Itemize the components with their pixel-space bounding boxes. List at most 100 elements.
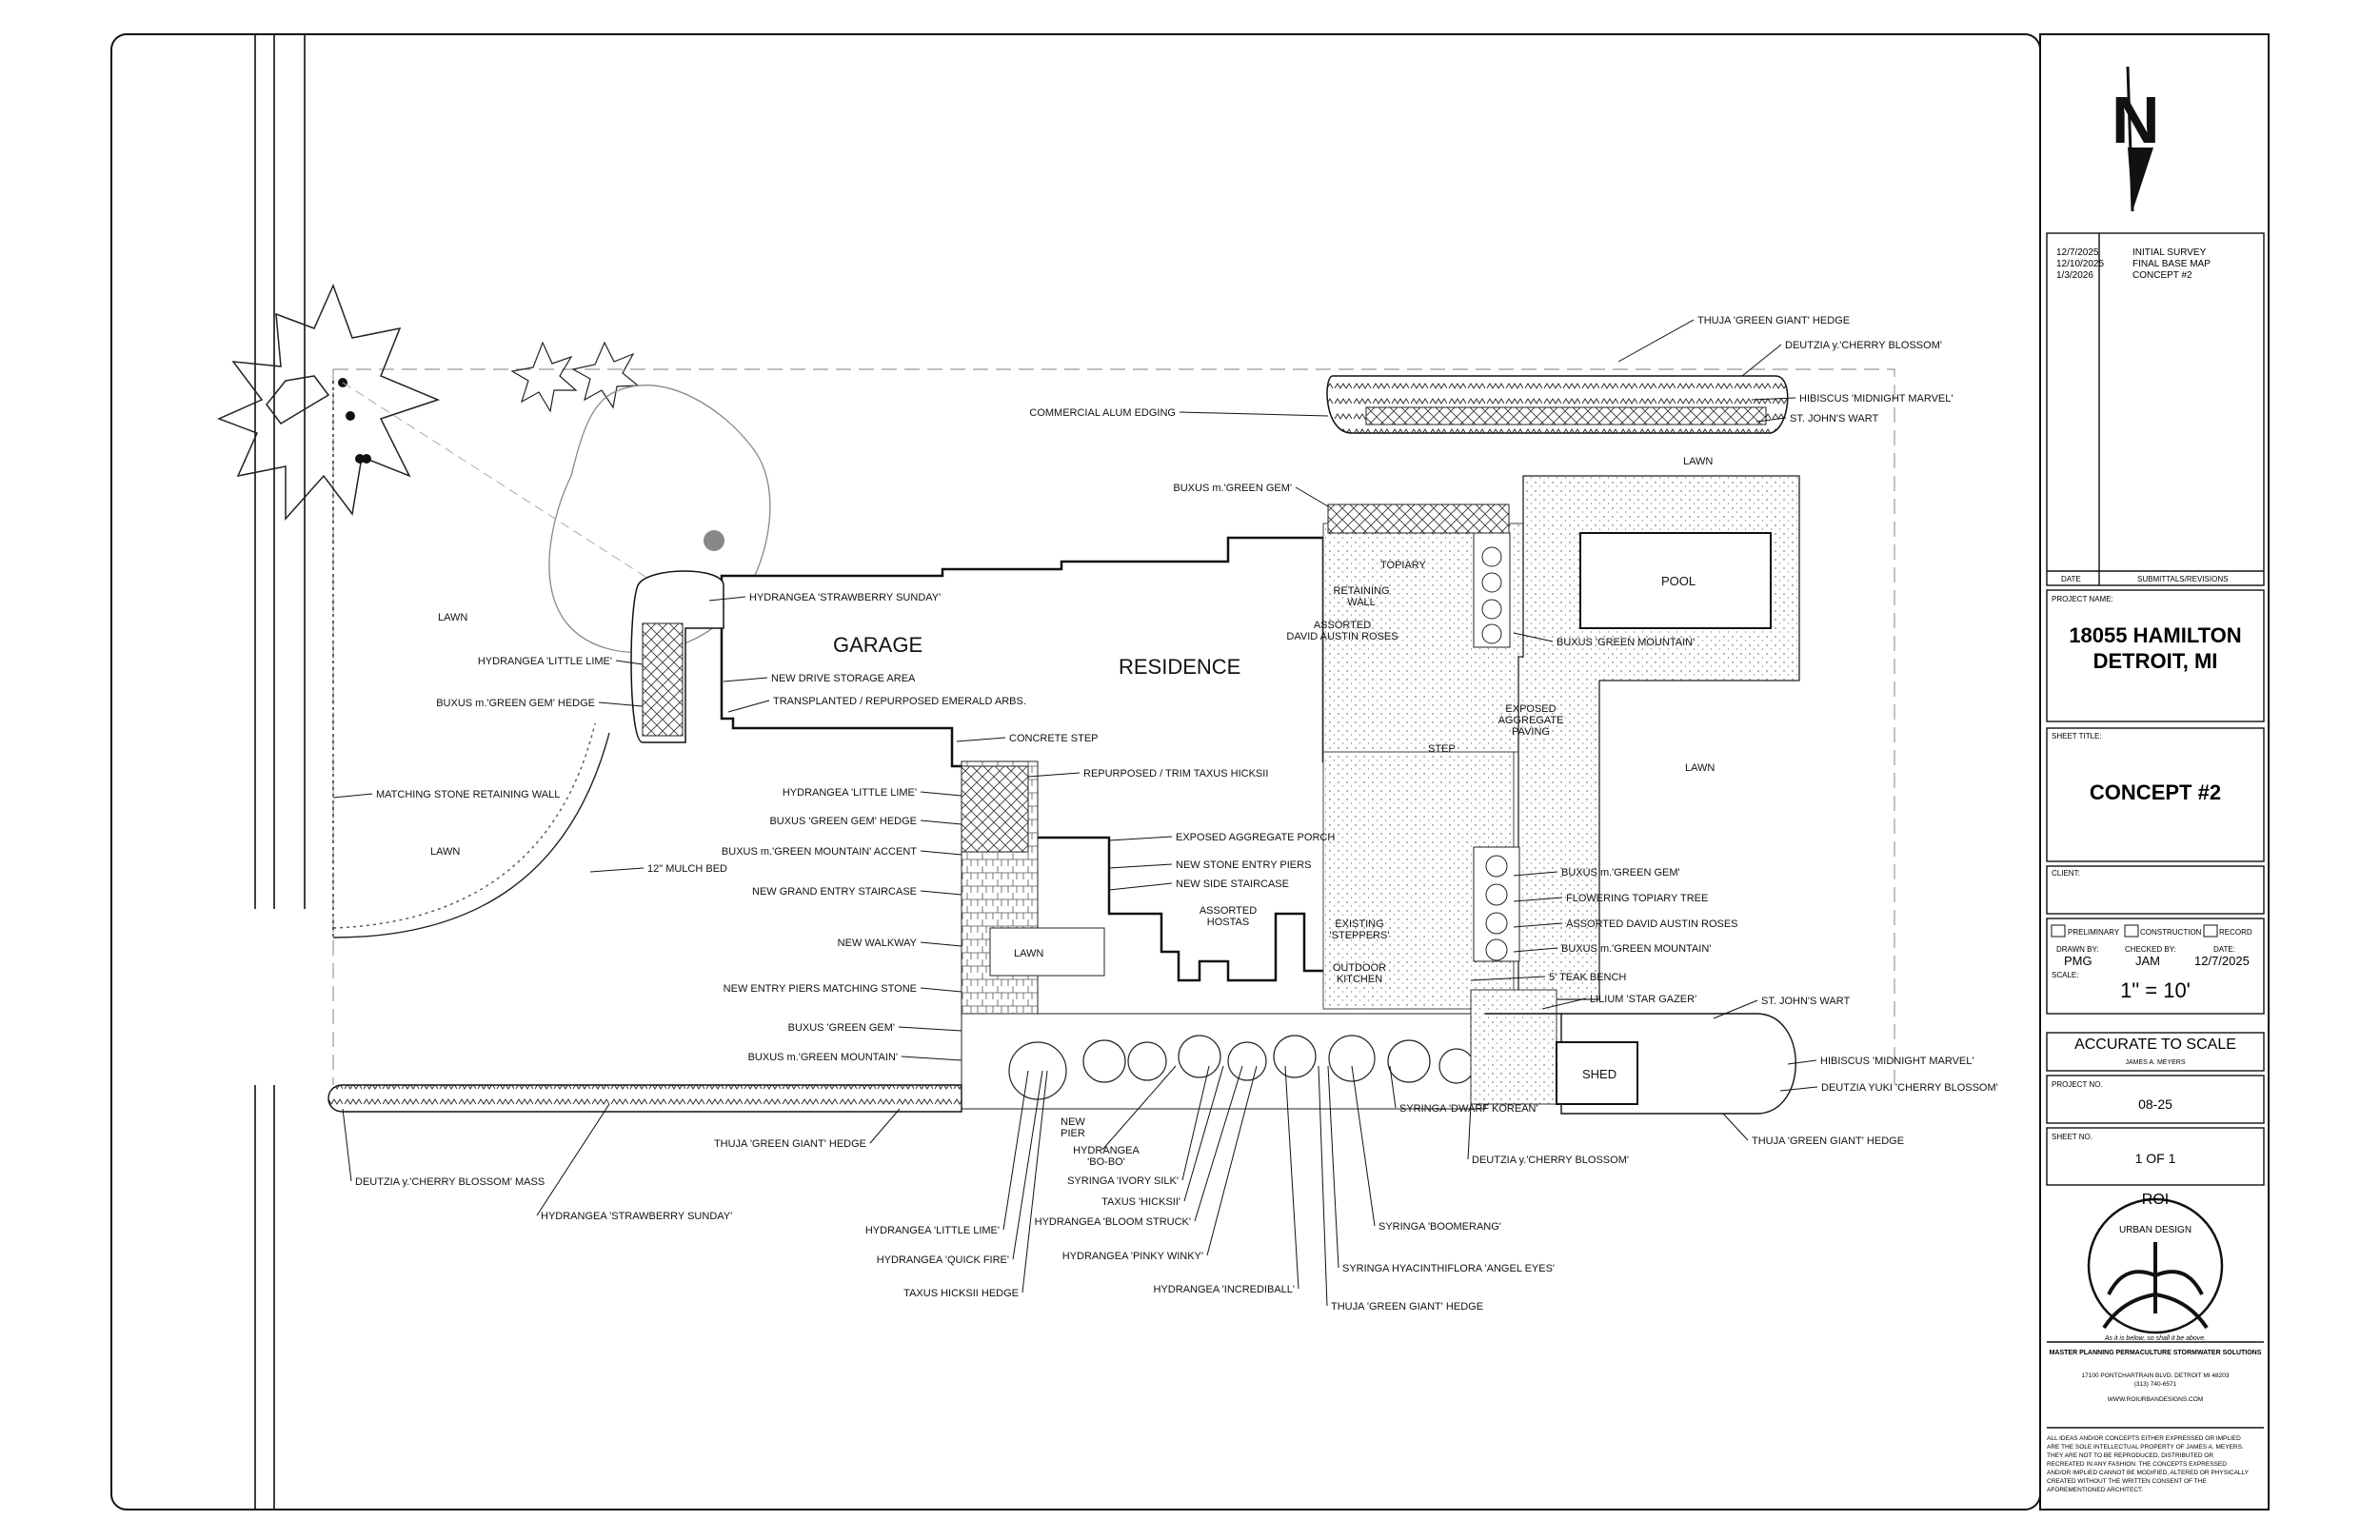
callout-label: DEUTZIA y.'CHERRY BLOSSOM' MASS [355,1176,545,1188]
plant-callout: COMMERCIAL ALUM EDGING [1029,407,1329,419]
plant-callout: HYDRANGEA 'LITTLE LIME' [865,1070,1029,1236]
shed-label: SHED [1582,1067,1616,1081]
callout-label: REPURPOSED / TRIM TAXUS HICKSII [1083,768,1268,780]
topiary-label: TOPIARY [1380,560,1427,571]
logo-urban-design: URBAN DESIGN [2119,1225,2192,1235]
checkbox-record: RECORD [2219,928,2252,937]
tree-trunk [346,411,355,421]
logo-motto: As it is below, so shall it be above. [2104,1335,2206,1342]
lawn-label-walk: LAWN [1014,948,1043,959]
plant-callout: NEW GRAND ENTRY STAIRCASE [752,886,962,898]
callout-label: HIBISCUS 'MIDNIGHT MARVEL' [1799,393,1954,405]
plant-callout: NEW WALKWAY [838,938,962,949]
project-no-label: PROJECT NO. [2052,1080,2103,1089]
callout-label: LILIUM 'STAR GAZER' [1590,994,1696,1005]
callout-label: NEW STONE ENTRY PIERS [1176,859,1311,871]
plant-callout: BUXUS m.'GREEN MOUNTAIN' [1513,943,1711,955]
front-yard-bed [961,1013,1486,1110]
plant-callout: THUJA 'GREEN GIANT' HEDGE [1617,315,1850,363]
plant-callout: NEW ENTRY PIERS MATCHING STONE [724,983,962,995]
plant-callout: FLOWERING TOPIARY TREE [1513,893,1708,904]
checked-by: JAM [2135,954,2160,968]
lawn-label-nw: LAWN [438,612,467,623]
callout-label: ST. JOHN'S WART [1761,996,1850,1007]
revision-block: 12/7/2025 INITIAL SURVEY 12/10/2025 FINA… [2051,247,2252,1166]
sheet-no-label: SHEET NO. [2052,1133,2092,1141]
tree-trunk [704,530,724,551]
callout-label: DEUTZIA YUKI 'CHERRY BLOSSOM' [1821,1082,1998,1094]
plant-callout: NEW DRIVE STORAGE AREA [723,673,916,684]
plant-callout: THUJA 'GREEN GIANT' HEDGE [1318,1065,1483,1313]
project-no: 08-25 [2138,1096,2172,1112]
residence-label: RESIDENCE [1119,655,1240,679]
boxwood-shrubs [1481,546,1508,961]
callout-label: THUJA 'GREEN GIANT' HEDGE [1331,1301,1483,1313]
company-info: MASTER PLANNING PERMACULTURE STORMWATER … [2047,1350,2262,1493]
step-label: STEP [1428,743,1456,755]
logo-roi: ROI [2142,1192,2169,1208]
callout-label: HIBISCUS 'MIDNIGHT MARVEL' [1820,1056,1974,1067]
callout-label: HYDRANGEA 'STRAWBERRY SUNDAY' [749,592,941,603]
new-walkway [989,927,1105,977]
mulch-bed-inner [332,722,596,929]
plant-callout: HYDRANGEA 'QUICK FIRE' [877,1070,1043,1266]
plant-callout: ST. JOHN'S WART [1713,996,1850,1019]
star-shrubs [510,341,640,413]
checkbox-construction: CONSTRUCTION [2140,928,2202,937]
plant-callout: 5' TEAK BENCH [1470,972,1626,983]
callout-label: BUXUS m.'GREEN MOUNTAIN' ACCENT [722,846,917,858]
callout-label: BUXUS m.'GREEN GEM' [1173,483,1292,494]
disclaimer-6: CREATED WITHOUT THE WRITTEN CONSENT OF T… [2047,1478,2207,1485]
plant-callout: MATCHING STONE RETAINING WALL [332,789,560,800]
drawn-by-label: DRAWN BY: [2056,945,2099,954]
plant-callout: NEW STONE ENTRY PIERS [1108,859,1311,871]
callout-label: BUXUS m.'GREEN GEM' [1561,867,1680,879]
lawn-label-w: LAWN [430,846,460,858]
callout-layer: THUJA 'GREEN GIANT' HEDGE DEUTZIA y.'CHER… [332,315,1998,1313]
date-header: DATE [2061,575,2081,583]
disclaimer-3: THEY ARE NOT TO BE REPRODUCED, DISTRIBUT… [2047,1452,2213,1459]
plant-callout: HYDRANGEA 'PINKY WINKY' [1062,1065,1258,1262]
callout-label: THUJA 'GREEN GIANT' HEDGE [1697,315,1850,326]
scale-label: SCALE: [2052,971,2078,979]
submittals-header: SUBMITTALS/REVISIONS [2137,575,2228,583]
pool-label: POOL [1661,574,1696,588]
plant-callout: SYRINGA HYACINTHIFLORA 'ANGEL EYES' [1327,1065,1555,1274]
plant-callout: DEUTZIA y.'CHERRY BLOSSOM' MASS [342,1108,545,1188]
callout-label: 12" MULCH BED [647,863,727,875]
callout-label: NEW GRAND ENTRY STAIRCASE [752,886,917,898]
date-label: DATE: [2213,945,2235,954]
callout-label: HYDRANGEA 'LITTLE LIME' [783,787,917,799]
callout-label: NEW DRIVE STORAGE AREA [771,673,916,684]
plant-callout: HYDRANGEA'BO-BO' [1073,1065,1177,1168]
tree-trunk [362,454,371,464]
callout-label: THUJA 'GREEN GIANT' HEDGE [1752,1135,1904,1147]
plant-callout: TRANSPLANTED / REPURPOSED EMERALD ARBS. [727,696,1026,713]
sight-line [342,382,667,591]
project-name-label: PROJECT NAME: [2052,595,2113,603]
west-hedge-block [642,622,684,737]
plant-callout: DEUTZIA y.'CHERRY BLOSSOM' [1741,340,1942,377]
scale-value: 1" = 10' [2120,978,2191,1002]
callout-label: MATCHING STONE RETAINING WALL [376,789,560,800]
plant-callout: HYDRANGEA 'LITTLE LIME' [783,787,962,799]
callout-label: 5' TEAK BENCH [1549,972,1626,983]
plant-callout: ASSORTED DAVID AUSTIN ROSES [1513,918,1738,930]
plant-callout: DEUTZIA YUKI 'CHERRY BLOSSOM' [1779,1082,1998,1094]
sheet-no: 1 OF 1 [2135,1151,2176,1166]
callout-label: SYRINGA 'BOOMERANG' [1378,1221,1501,1233]
front-hedge-block [961,765,1029,853]
stepper-path [1470,989,1557,1105]
project-name-line2: DETROIT, MI [2093,649,2218,673]
north-hedge-band [1365,406,1767,425]
callout-label: COMMERCIAL ALUM EDGING [1029,407,1176,419]
disclaimer-4: RECREATED IN ANY FASHION. THE CONCEPTS E… [2047,1461,2227,1468]
callout-label: SYRINGA 'IVORY SILK' [1067,1175,1179,1187]
boxwood-border-east-lower [1473,846,1520,962]
callout-label: FLOWERING TOPIARY TREE [1566,893,1708,904]
callout-label: BUXUS 'GREEN GEM' HEDGE [769,816,917,827]
callout-label: ASSORTED DAVID AUSTIN ROSES [1566,918,1738,930]
rev-desc-1: INITIAL SURVEY [2132,247,2207,258]
